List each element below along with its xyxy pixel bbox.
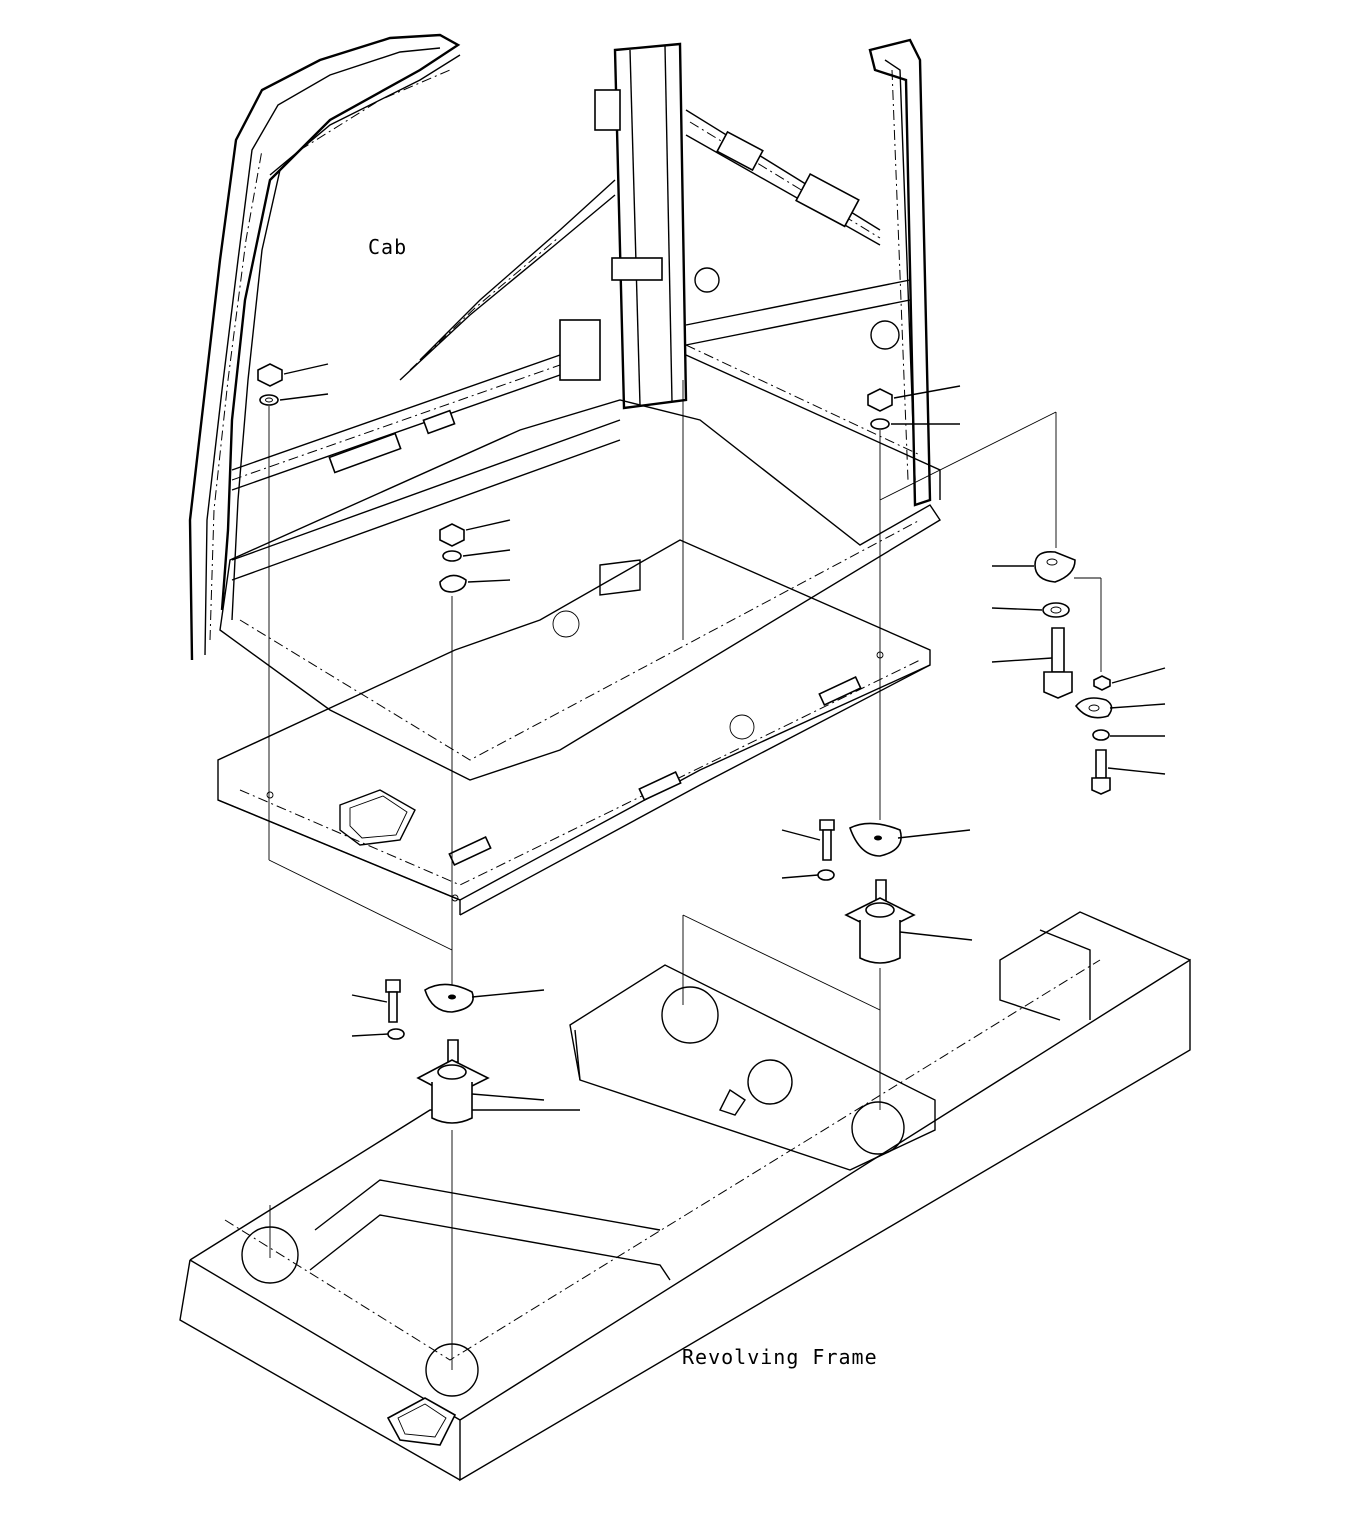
floor-plates [217, 539, 931, 916]
fasteners [257, 363, 1113, 1124]
revolving-frame [179, 911, 1191, 1482]
cab-assembly [188, 33, 941, 781]
revolving-frame-label: Revolving Frame [682, 1345, 878, 1369]
cab-label: Cab [368, 235, 407, 259]
leader-lines [279, 363, 1166, 1101]
center-lines [268, 380, 1102, 1370]
